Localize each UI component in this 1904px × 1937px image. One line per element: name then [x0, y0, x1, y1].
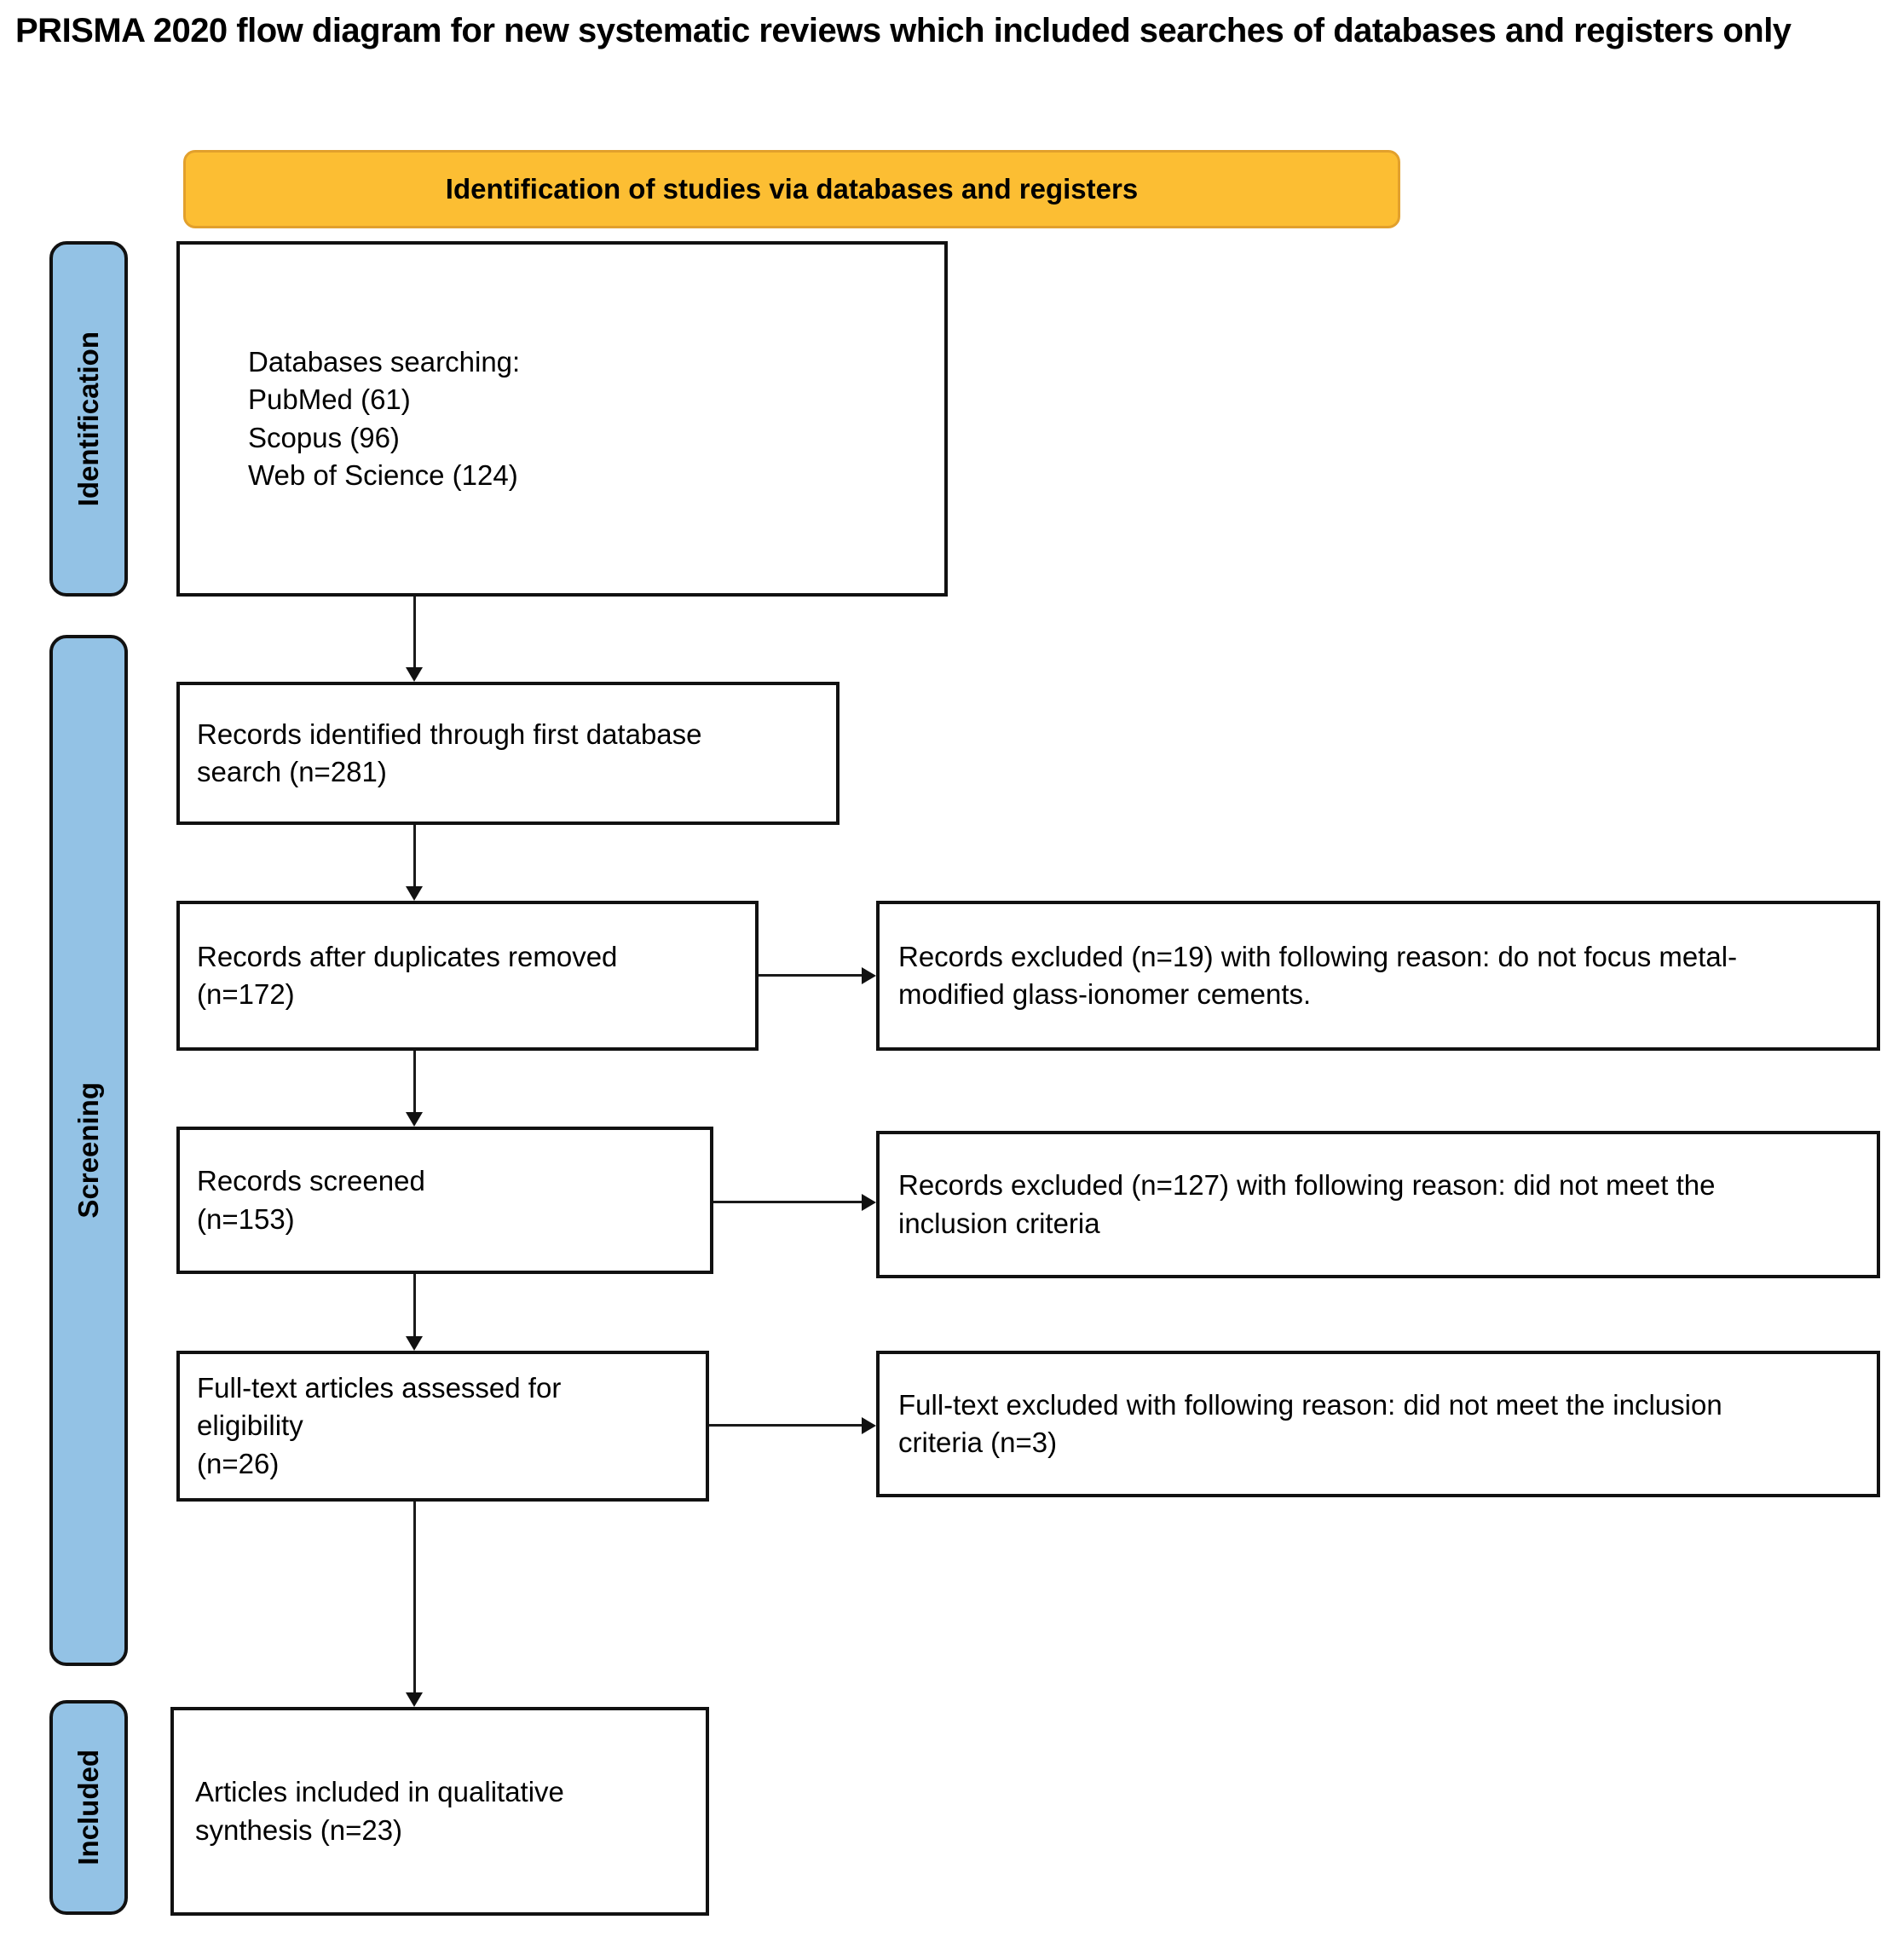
- flow-arrow-down-4-line: [413, 1274, 416, 1338]
- flow-arrow-down-1-head: [406, 667, 423, 682]
- flow-arrow-down-2-line: [413, 825, 416, 888]
- box-records-excluded-2-text: Records excluded (n=127) with following …: [898, 1169, 1716, 1239]
- stage-screening-label: Screening: [72, 1082, 104, 1219]
- exclusion-arrow-2-line: [713, 1201, 863, 1203]
- banner-label: Identification of studies via databases …: [445, 173, 1139, 205]
- box-fulltext-assessed: Full-text articles assessed for eligibil…: [176, 1351, 709, 1502]
- box-fulltext-excluded: Full-text excluded with following reason…: [876, 1351, 1880, 1497]
- box-records-excluded-2: Records excluded (n=127) with following …: [876, 1131, 1880, 1278]
- stage-screening: Screening: [49, 635, 128, 1666]
- exclusion-arrow-2-head: [862, 1194, 876, 1211]
- flow-arrow-down-3-line: [413, 1051, 416, 1114]
- flow-arrow-down-5-line: [413, 1502, 416, 1694]
- exclusion-arrow-3-line: [709, 1424, 863, 1427]
- stage-identification: Identification: [49, 241, 128, 597]
- exclusion-arrow-1-line: [759, 974, 863, 977]
- flow-arrow-down-2-head: [406, 886, 423, 901]
- exclusion-arrow-3-head: [862, 1417, 876, 1434]
- flow-arrow-down-5-head: [406, 1692, 423, 1707]
- box-fulltext-assessed-text: Full-text articles assessed for eligibil…: [197, 1372, 562, 1479]
- box-records-identified-text: Records identified through first databas…: [197, 718, 702, 787]
- flow-arrow-down-4-head: [406, 1336, 423, 1351]
- flow-arrow-down-1-line: [413, 597, 416, 669]
- box-records-screened-text: Records screened (n=153): [197, 1165, 425, 1235]
- box-articles-included-text: Articles included in qualitative synthes…: [195, 1776, 564, 1846]
- box-databases-searching-text: Databases searching: PubMed (61) Scopus …: [248, 346, 521, 491]
- stage-included-label: Included: [72, 1750, 104, 1865]
- exclusion-arrow-1-head: [862, 967, 876, 984]
- box-databases-searching: Databases searching: PubMed (61) Scopus …: [176, 241, 948, 597]
- stage-identification-label: Identification: [72, 331, 104, 507]
- box-articles-included: Articles included in qualitative synthes…: [170, 1707, 709, 1916]
- banner-identification-of-studies: Identification of studies via databases …: [183, 150, 1400, 228]
- box-records-excluded-1: Records excluded (n=19) with following r…: [876, 901, 1880, 1051]
- stage-included: Included: [49, 1700, 128, 1915]
- box-fulltext-excluded-text: Full-text excluded with following reason…: [898, 1388, 1722, 1458]
- box-duplicates-removed: Records after duplicates removed (n=172): [176, 901, 759, 1051]
- flow-arrow-down-3-head: [406, 1112, 423, 1127]
- page-title: PRISMA 2020 flow diagram for new systema…: [15, 12, 1791, 49]
- box-records-identified: Records identified through first databas…: [176, 682, 839, 825]
- box-records-excluded-1-text: Records excluded (n=19) with following r…: [898, 940, 1738, 1010]
- box-records-screened: Records screened (n=153): [176, 1127, 713, 1274]
- box-duplicates-removed-text: Records after duplicates removed (n=172): [197, 940, 618, 1010]
